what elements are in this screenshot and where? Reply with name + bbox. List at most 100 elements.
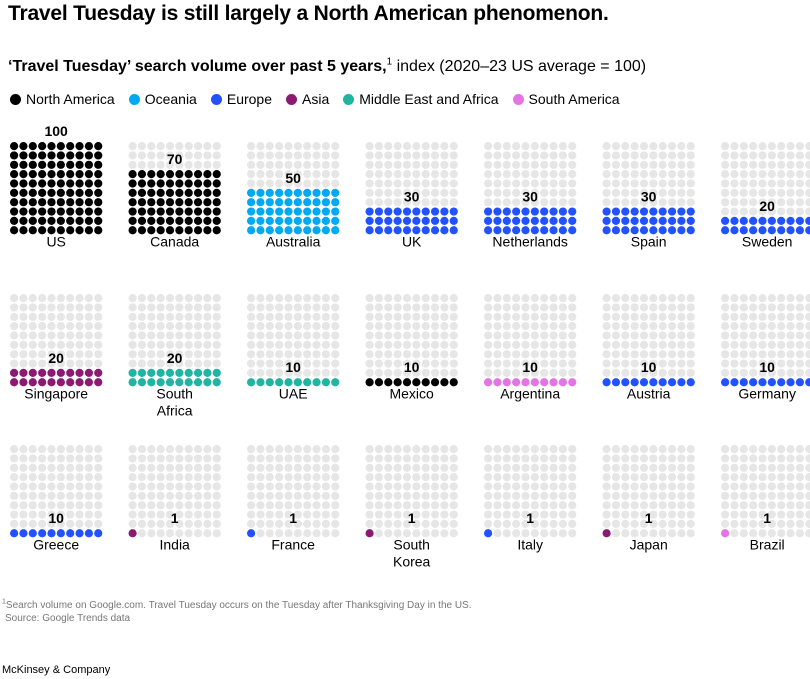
filled-dot bbox=[321, 226, 330, 235]
empty-dot bbox=[10, 340, 19, 349]
empty-dot bbox=[558, 142, 568, 151]
empty-dot bbox=[630, 368, 639, 377]
empty-dot bbox=[430, 473, 440, 482]
empty-dot bbox=[658, 510, 667, 519]
filled-dot bbox=[94, 378, 103, 387]
filled-dot bbox=[275, 198, 284, 207]
filled-dot bbox=[321, 207, 330, 216]
filled-dot bbox=[156, 207, 165, 216]
empty-dot bbox=[430, 331, 440, 340]
empty-dot bbox=[786, 463, 795, 472]
empty-dot bbox=[165, 482, 175, 491]
empty-dot bbox=[137, 151, 147, 160]
filled-dot bbox=[449, 216, 458, 225]
empty-dot bbox=[374, 529, 384, 538]
empty-dot bbox=[786, 510, 795, 519]
empty-dot bbox=[28, 519, 37, 529]
empty-dot bbox=[175, 322, 184, 331]
filled-dot bbox=[293, 198, 302, 207]
empty-dot bbox=[384, 151, 393, 160]
empty-dot bbox=[402, 340, 412, 349]
value-label: 10 bbox=[522, 359, 538, 375]
empty-dot bbox=[677, 454, 686, 463]
empty-dot bbox=[502, 445, 511, 454]
filled-dot bbox=[203, 207, 212, 216]
empty-dot bbox=[449, 368, 458, 377]
empty-dot bbox=[303, 340, 312, 349]
filled-dot bbox=[66, 179, 75, 188]
empty-dot bbox=[212, 160, 221, 169]
empty-dot bbox=[786, 340, 795, 349]
empty-dot bbox=[75, 294, 84, 303]
filled-dot bbox=[393, 216, 402, 225]
empty-dot bbox=[521, 350, 530, 359]
chart-title: Travel Tuesday is still largely a North … bbox=[8, 2, 609, 25]
filled-dot bbox=[56, 179, 65, 188]
empty-dot bbox=[384, 454, 393, 463]
filled-dot bbox=[84, 226, 93, 235]
empty-dot bbox=[758, 151, 767, 160]
empty-dot bbox=[484, 179, 493, 188]
value-label: 30 bbox=[641, 188, 657, 204]
country-label: UK bbox=[402, 234, 422, 250]
filled-dot bbox=[47, 378, 56, 387]
empty-dot bbox=[84, 445, 93, 454]
value-label: 70 bbox=[167, 151, 183, 167]
filled-dot bbox=[19, 188, 28, 197]
filled-dot bbox=[66, 226, 75, 235]
filled-dot bbox=[667, 207, 677, 216]
empty-dot bbox=[777, 170, 786, 179]
empty-dot bbox=[156, 501, 165, 510]
filled-dot bbox=[10, 226, 19, 235]
empty-dot bbox=[658, 473, 667, 482]
legend-item-north-america: North America bbox=[10, 91, 115, 107]
empty-dot bbox=[786, 529, 795, 538]
empty-dot bbox=[212, 473, 221, 482]
empty-dot bbox=[739, 501, 748, 510]
empty-dot bbox=[212, 312, 221, 321]
empty-dot bbox=[677, 179, 686, 188]
empty-dot bbox=[75, 350, 84, 359]
empty-dot bbox=[212, 510, 221, 519]
empty-dot bbox=[365, 473, 374, 482]
empty-dot bbox=[549, 445, 558, 454]
empty-dot bbox=[602, 294, 611, 303]
empty-dot bbox=[293, 359, 302, 368]
empty-dot bbox=[649, 312, 658, 321]
empty-dot bbox=[767, 445, 776, 454]
empty-dot bbox=[84, 350, 93, 359]
empty-dot bbox=[10, 359, 19, 368]
empty-dot bbox=[156, 160, 165, 169]
empty-dot bbox=[767, 359, 776, 368]
empty-dot bbox=[374, 340, 384, 349]
empty-dot bbox=[28, 331, 37, 340]
empty-dot bbox=[502, 142, 511, 151]
empty-dot bbox=[677, 368, 686, 377]
filled-dot bbox=[521, 226, 530, 235]
filled-dot bbox=[521, 378, 530, 387]
empty-dot bbox=[730, 350, 739, 359]
filled-dot bbox=[384, 226, 393, 235]
value-label: 30 bbox=[522, 188, 538, 204]
filled-dot bbox=[331, 188, 340, 197]
empty-dot bbox=[630, 510, 639, 519]
empty-dot bbox=[530, 463, 539, 472]
empty-dot bbox=[558, 312, 568, 321]
empty-dot bbox=[549, 179, 558, 188]
empty-dot bbox=[247, 445, 256, 454]
empty-dot bbox=[449, 350, 458, 359]
empty-dot bbox=[611, 294, 621, 303]
empty-dot bbox=[639, 510, 649, 519]
empty-dot bbox=[303, 454, 312, 463]
empty-dot bbox=[321, 463, 330, 472]
empty-dot bbox=[602, 142, 611, 151]
empty-dot bbox=[94, 519, 103, 529]
empty-dot bbox=[331, 151, 340, 160]
empty-dot bbox=[530, 491, 539, 500]
empty-dot bbox=[758, 188, 767, 197]
empty-dot bbox=[530, 188, 539, 197]
empty-dot bbox=[203, 510, 212, 519]
empty-dot bbox=[430, 454, 440, 463]
filled-dot bbox=[75, 207, 84, 216]
filled-dot bbox=[758, 216, 767, 225]
